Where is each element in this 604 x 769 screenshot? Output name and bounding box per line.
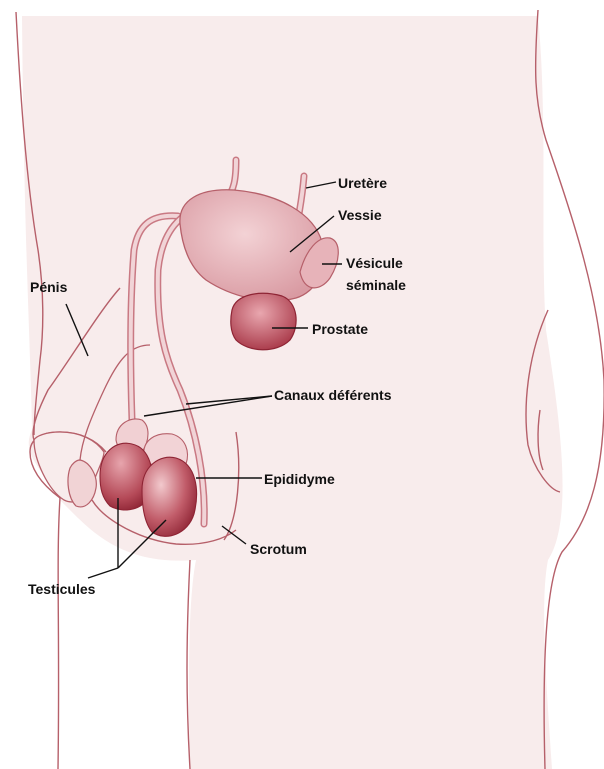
label-scrotum: Scrotum xyxy=(250,541,307,557)
label-vesicule-line2: séminale xyxy=(346,277,406,293)
prostate xyxy=(231,293,296,349)
testis-right xyxy=(142,457,197,536)
label-canaux-deferents: Canaux déférents xyxy=(274,387,392,403)
leader-testicules-3 xyxy=(88,568,118,578)
label-testicules: Testicules xyxy=(28,581,96,597)
label-vesicule-line1: Vésicule xyxy=(346,255,403,271)
thigh-front xyxy=(58,498,60,769)
label-uretere: Uretère xyxy=(338,175,387,191)
label-epididyme: Epididyme xyxy=(264,471,335,487)
label-penis: Pénis xyxy=(30,279,68,295)
label-prostate: Prostate xyxy=(312,321,368,337)
label-vessie: Vessie xyxy=(338,207,382,223)
